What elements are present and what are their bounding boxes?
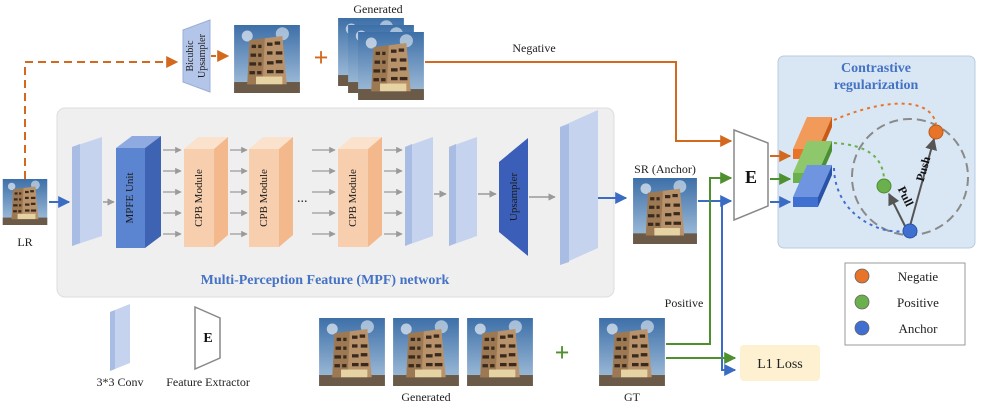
generated-bottom-image-1 [319,318,385,386]
legend-negative-swatch [854,268,870,284]
contrastive-title-line2: regularization [834,78,919,93]
ellipsis: ... [297,191,308,206]
lr-label: LR [17,235,32,249]
conv-block-1 [72,137,102,246]
lr-image [2,179,48,225]
l1-loss-box [740,345,820,381]
cpb-label-1: CPB Module [193,169,205,227]
generated-bottom-label: Generated [401,390,450,404]
conv-block-3 [449,137,477,246]
bicubic-output-image [234,25,300,93]
feature-extractor-legend-label: Feature Extractor [166,375,250,389]
conv-block-2 [405,137,433,246]
arrows-to-cpb3 [312,146,336,238]
generated-top-label: Generated [353,2,402,16]
sr-anchor-image [633,178,697,244]
bicubic-upsampler-block [182,19,211,93]
cpb-label-3: CPB Module [347,169,359,227]
bicubic-label-2: Upsampler [197,33,208,78]
contrastive-title-line1: Contrastive [841,61,911,76]
legend-positive-swatch [854,294,870,310]
sr-to-l1-line [706,200,737,376]
push-arrow [909,137,937,227]
contrastive-panel [777,55,976,249]
positive-flow-line [666,172,733,345]
plus-orange: + [314,43,329,72]
gt-image [599,318,665,386]
push-label: Push [913,154,934,183]
feature-extractor-legend-icon [194,305,221,371]
generated-bottom-image-3 [467,318,533,386]
generated-top-image-3 [358,32,424,100]
anchor-feature-bar [793,165,832,207]
cpb-module-block-1 [184,137,228,247]
positive-dotted-curve [833,142,885,179]
conv-legend-icon [110,304,130,371]
pull-arrow [888,192,906,227]
l1-loss-label: L1 Loss [757,357,803,372]
conv-legend-label: 3*3 Conv [96,375,143,389]
anchor-dotted-curve [833,167,906,233]
arrows-cpb1-cpb2 [230,146,248,238]
network-title: Multi-Perception Feature (MPF) network [201,273,450,288]
negative-label: Negative [512,41,555,55]
mpfe-unit-block [116,136,161,248]
plus-green: + [555,338,570,367]
legend-negative-label: Negatie [898,269,939,284]
upsampler-label: Upsampler [508,173,520,222]
positive-label: Positive [665,296,704,310]
cpb-module-block-3 [338,137,382,247]
anchor-point [902,223,918,239]
generated-bottom-image-2 [393,318,459,386]
gt-label: GT [624,390,641,404]
mpfe-unit-label: MPFE Unit [124,172,136,223]
feature-extractor-legend-letter: E [203,331,212,346]
legend-positive-label: Positive [897,295,939,310]
feature-extractor-letter: E [745,167,757,187]
cpb-label-2: CPB Module [258,169,270,227]
negative-dotted-curve [833,102,937,125]
bicubic-label-1: Bicubic [185,40,196,72]
feature-extractor-block [733,128,769,222]
cpb-module-block-2 [249,137,293,247]
positive-point [876,178,892,194]
negative-flow-line [425,61,733,147]
negative-point [928,124,944,140]
negative-dashed-path [24,56,179,179]
conv-block-final [560,110,598,265]
arrows-cpb3-conv [384,146,403,238]
upsampler-block [499,138,528,256]
arrows-mpfe-cpb [163,146,182,238]
sr-anchor-label: SR (Anchor) [634,162,696,176]
legend-anchor-swatch [854,320,870,336]
legend-anchor-label: Anchor [899,321,939,336]
